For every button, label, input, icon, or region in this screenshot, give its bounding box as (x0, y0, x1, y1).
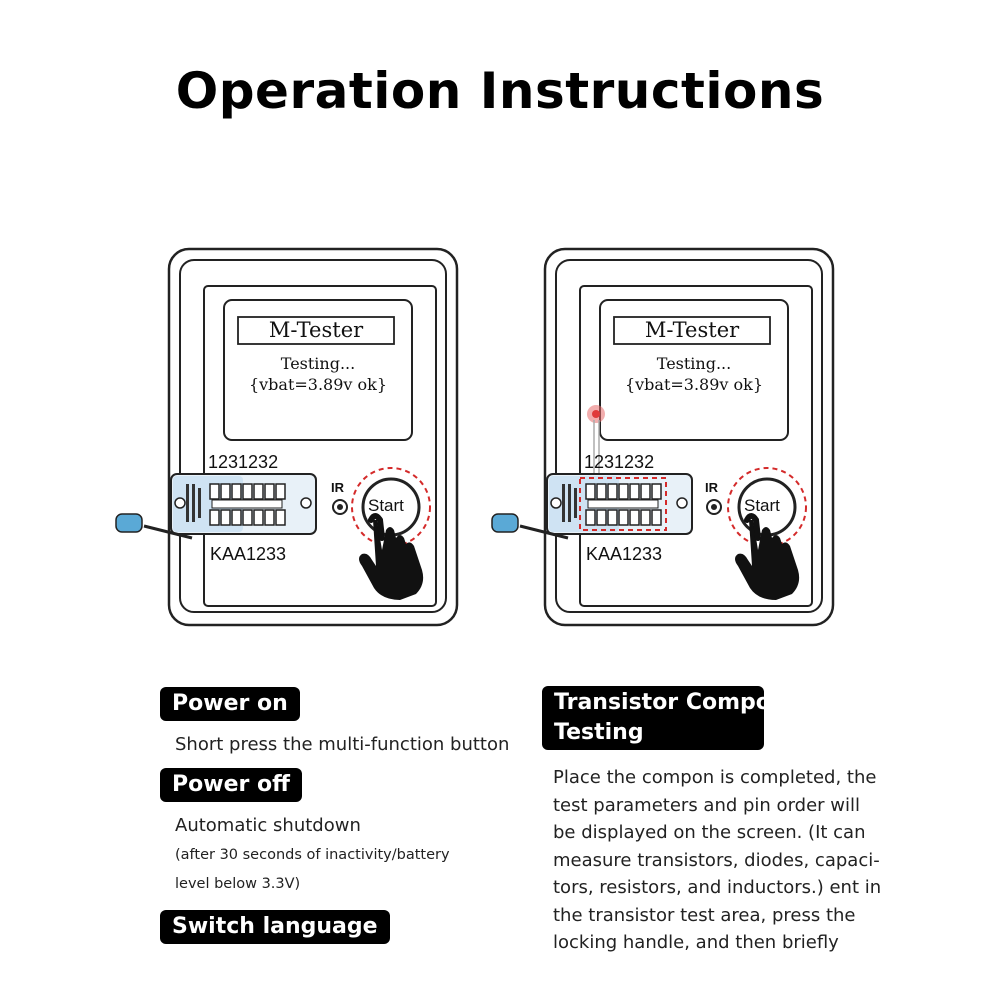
lcd-line-2: {vbat=3.89v ok} (624, 375, 764, 394)
power-off-note-1: (after 30 seconds of inactivity/battery (175, 847, 450, 863)
paragraph-line: Place the compon is completed, the (553, 767, 877, 788)
start-button[interactable]: Start (368, 496, 404, 515)
transistor-testing-paragraph: Place the compon is completed, the test … (553, 764, 893, 957)
paragraph-line: the transistor test area, press the (553, 904, 856, 926)
tester-device-drawing (491, 247, 835, 627)
bottom-code: KAA1233 (210, 544, 287, 564)
tester-device-drawing (115, 247, 459, 627)
lcd-title: M-Tester (644, 318, 740, 342)
transistor-testing-heading: Transistor Compo Testing (542, 686, 764, 750)
lcd-line-1: Testing... (280, 354, 356, 373)
top-code: 1231232 (208, 452, 279, 472)
paragraph-line: tors, resistors, and inductors.) ent in (553, 877, 882, 898)
lcd-line-1: Testing... (656, 354, 732, 373)
lcd-title: M-Tester (268, 318, 364, 342)
paragraph-line: measure transistors, diodes, capaci- (553, 849, 880, 871)
tester-device-right: M-Tester Testing... {vbat=3.89v ok} 1231… (491, 247, 844, 628)
page-title: Operation Instructions (175, 62, 825, 120)
pointing-hand-icon (359, 513, 424, 600)
top-code: 1231232 (584, 452, 655, 472)
heading-line-1: Transistor Compo (554, 690, 764, 715)
ir-label: IR (705, 480, 718, 495)
paragraph-line: locking handle, and then briefly (553, 932, 839, 953)
power-off-heading: Power off (160, 768, 302, 802)
paragraph-line: be displayed on the screen. (It can (553, 822, 866, 843)
power-on-text: Short press the multi-function button (175, 734, 510, 755)
power-on-heading: Power on (160, 687, 300, 721)
tester-device-left: M-Tester Testing... {vbat=3.89v ok} 1231… (115, 247, 468, 628)
heading-line-2: Testing (554, 720, 644, 745)
switch-language-heading: Switch language (160, 910, 390, 944)
start-button[interactable]: Start (744, 496, 780, 515)
paragraph-line: test parameters and pin order will (553, 794, 861, 816)
power-off-text: Automatic shutdown (175, 815, 361, 836)
pointing-hand-icon (735, 513, 800, 600)
power-off-note-2: level below 3.3V) (175, 876, 301, 892)
ir-label: IR (331, 480, 344, 495)
lcd-line-2: {vbat=3.89v ok} (248, 375, 388, 394)
bottom-code: KAA1233 (586, 544, 663, 564)
